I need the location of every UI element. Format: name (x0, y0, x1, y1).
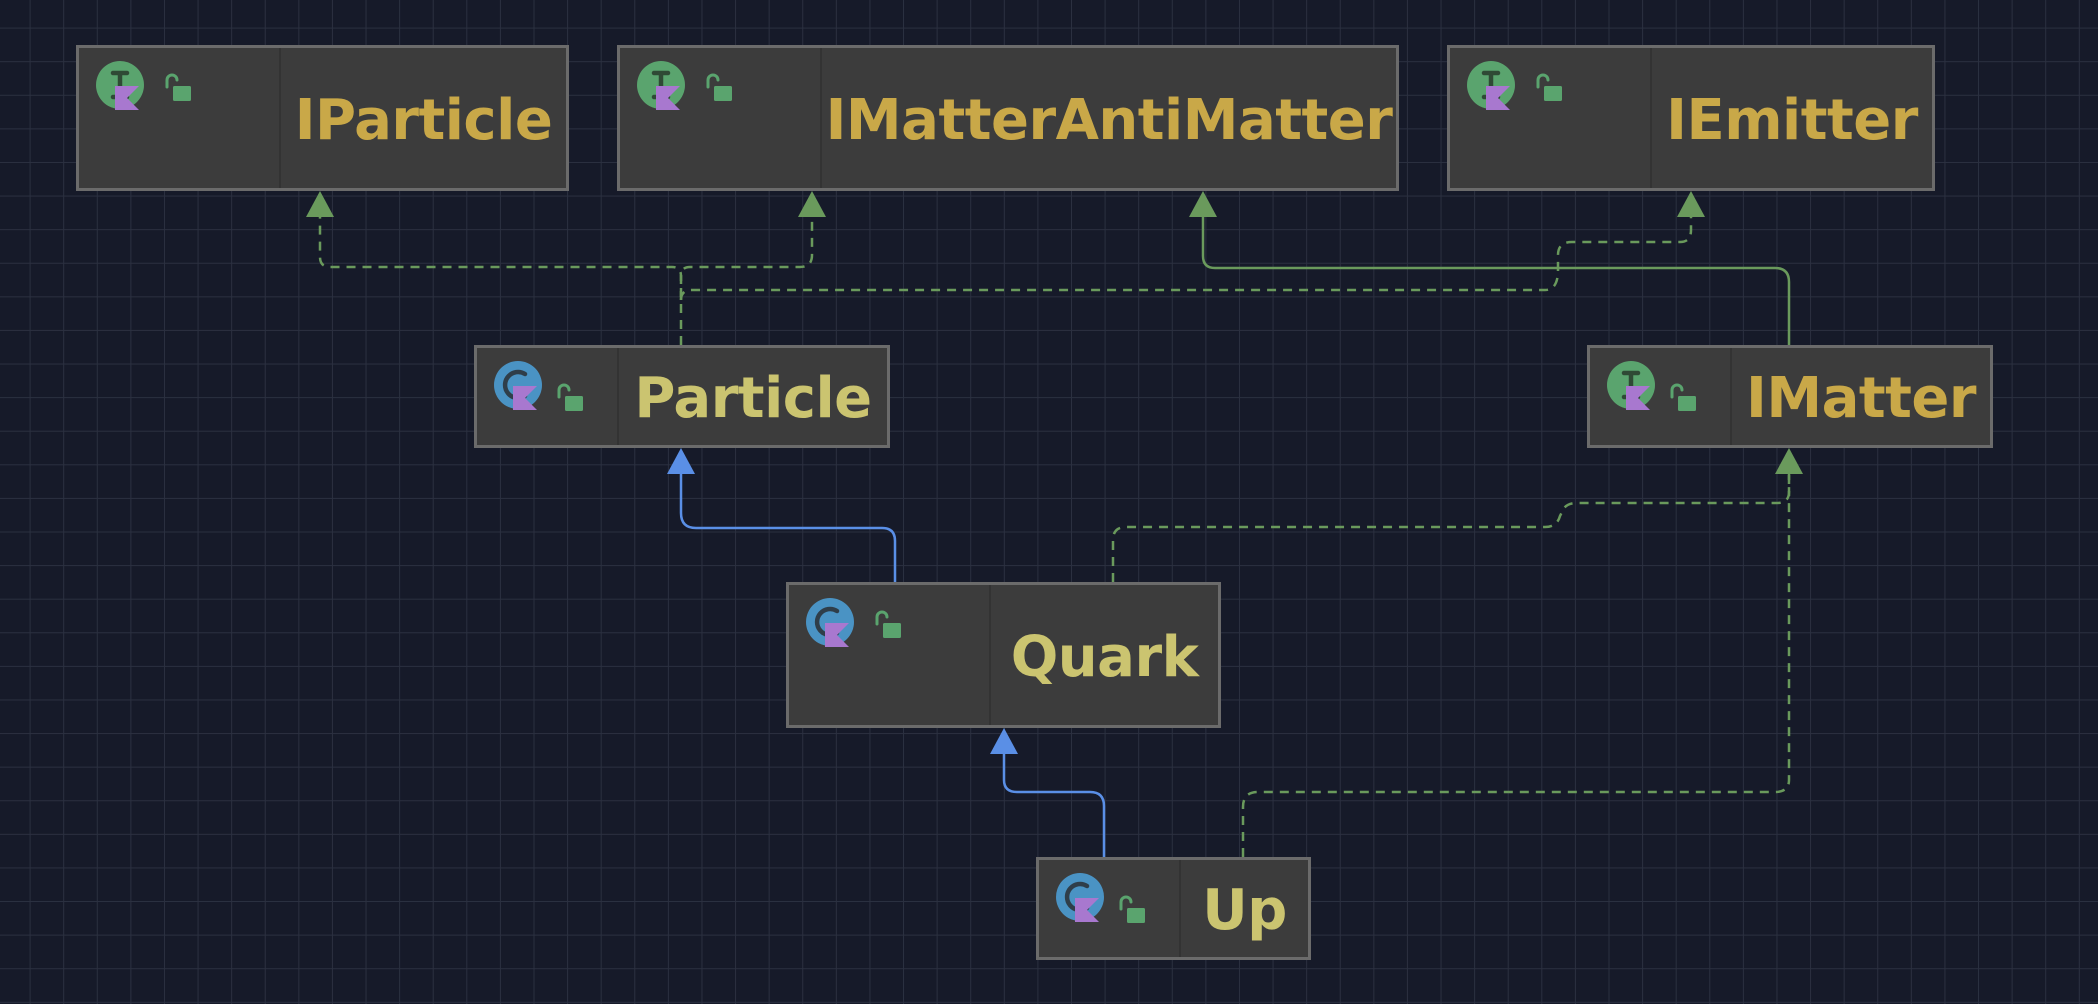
arrowhead-imatter (1775, 448, 1803, 474)
open-lock-icon (165, 73, 191, 101)
node-name: IEmitter (1666, 87, 1918, 153)
node-quark[interactable]: Quark (786, 582, 1221, 728)
node-icons (1039, 860, 1181, 957)
arrowhead-particle (667, 448, 695, 474)
interface-kotlin-icon (96, 61, 144, 110)
class-kotlin-icon (1056, 873, 1104, 922)
node-particle[interactable]: Particle (474, 345, 890, 448)
node-icons (1590, 348, 1732, 445)
open-lock-icon (1536, 73, 1562, 101)
edge-quark-particle (679, 470, 897, 582)
class-kotlin-icon (494, 361, 542, 410)
edge-imatter-imatterantimatter (1201, 214, 1791, 345)
edge-particle-iemitter (679, 214, 1693, 301)
edge-up-imatter (1241, 470, 1791, 857)
arrowhead-iemitter (1677, 191, 1705, 217)
interface-kotlin-icon (637, 61, 685, 110)
interface-kotlin-icon (1607, 361, 1655, 410)
open-lock-icon (706, 73, 732, 101)
edge-particle-imatterantimatter (679, 214, 814, 300)
node-name: Quark (1010, 624, 1199, 690)
open-lock-icon (557, 383, 583, 411)
open-lock-icon (875, 610, 901, 638)
class-kotlin-icon (806, 598, 854, 647)
arrowhead-imatterantimatter (1189, 191, 1217, 217)
node-imatterantimatter[interactable]: IMatterAntiMatter (617, 45, 1399, 191)
node-name: IParticle (294, 87, 553, 153)
arrowhead-iparticle (306, 191, 334, 217)
arrowhead-imatterantimatter (798, 191, 826, 217)
edge-quark-imatter (1111, 470, 1791, 582)
edge-particle-iparticle (318, 214, 683, 345)
edge-up-quark (1002, 750, 1106, 857)
open-lock-icon (1670, 383, 1696, 411)
node-icons (620, 48, 822, 188)
node-icons (79, 48, 281, 188)
node-imatter[interactable]: IMatter (1587, 345, 1993, 448)
open-lock-icon (1119, 895, 1145, 923)
node-name: Up (1202, 878, 1287, 943)
node-iparticle[interactable]: IParticle (76, 45, 569, 191)
node-iemitter[interactable]: IEmitter (1447, 45, 1935, 191)
interface-kotlin-icon (1467, 61, 1515, 110)
node-name: IMatter (1746, 366, 1977, 431)
node-icons (477, 348, 619, 445)
node-name: Particle (634, 366, 872, 431)
node-up[interactable]: Up (1036, 857, 1311, 960)
node-icons (1450, 48, 1652, 188)
arrowhead-quark (990, 728, 1018, 754)
node-name: IMatterAntiMatter (825, 87, 1393, 153)
node-icons (789, 585, 991, 725)
